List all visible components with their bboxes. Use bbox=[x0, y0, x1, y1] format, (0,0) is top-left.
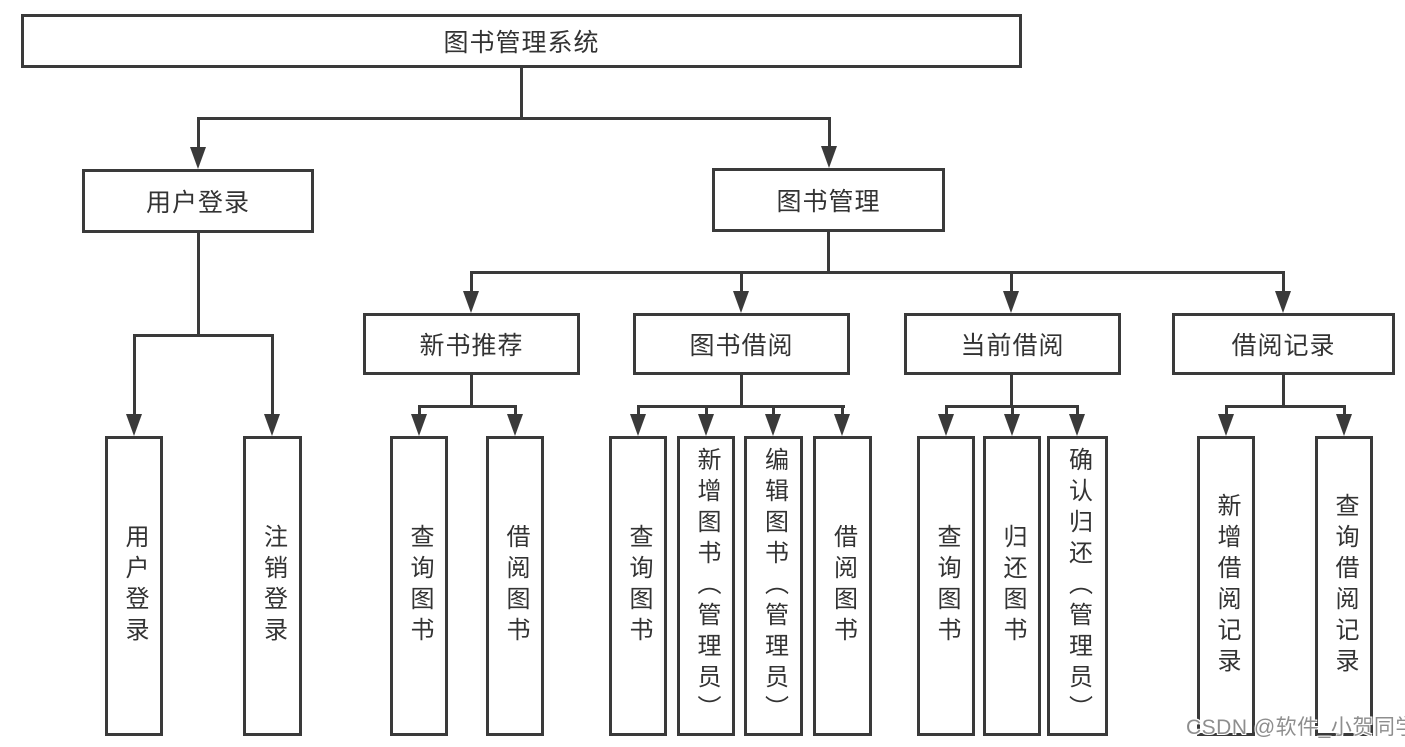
node-root-library-system: 图书管理系统 bbox=[21, 14, 1022, 68]
leaf-label: 用户登录 bbox=[121, 524, 148, 648]
connector-line bbox=[1010, 375, 1013, 407]
leaf-label: 新增借阅记录 bbox=[1213, 493, 1240, 679]
arrow-head-icon bbox=[264, 414, 280, 436]
leaf-add-books-admin: 新增图书（管理员） bbox=[677, 436, 735, 736]
arrow-head-icon bbox=[821, 146, 837, 168]
leaf-label: 编辑图书（管理员） bbox=[760, 446, 788, 726]
arrow-stem bbox=[514, 405, 517, 414]
node-label: 图书管理 bbox=[776, 188, 881, 216]
arrow-head-icon bbox=[630, 414, 646, 436]
node-borrowing-records: 借阅记录 bbox=[1172, 313, 1395, 375]
arrow-head-icon bbox=[411, 414, 427, 436]
leaf-label: 借阅图书 bbox=[502, 524, 529, 648]
connector-line bbox=[470, 271, 1285, 274]
connector-line bbox=[520, 67, 523, 119]
arrow-stem bbox=[470, 271, 473, 291]
leaf-label: 查询图书 bbox=[406, 524, 433, 648]
leaf-edit-books-admin: 编辑图书（管理员） bbox=[744, 436, 803, 736]
node-current-borrowing: 当前借阅 bbox=[904, 313, 1121, 375]
leaf-query-books-current: 查询图书 bbox=[917, 436, 975, 736]
connector-line bbox=[637, 405, 845, 408]
connector-line bbox=[827, 232, 830, 274]
node-book-management: 图书管理 bbox=[712, 168, 945, 232]
connector-line bbox=[1282, 375, 1285, 407]
arrow-head-icon bbox=[834, 414, 850, 436]
connector-line bbox=[197, 117, 831, 120]
arrow-stem bbox=[1282, 271, 1285, 291]
leaf-user-login: 用户登录 bbox=[105, 436, 163, 736]
arrow-stem bbox=[1010, 271, 1013, 291]
leaf-label: 注销登录 bbox=[259, 524, 287, 648]
arrow-stem bbox=[705, 405, 708, 414]
node-user-login: 用户登录 bbox=[82, 169, 314, 233]
connector-line bbox=[740, 375, 743, 407]
arrow-head-icon bbox=[463, 291, 479, 313]
node-book-borrowing: 图书借阅 bbox=[633, 313, 850, 375]
arrow-head-icon bbox=[190, 147, 206, 169]
connector-line bbox=[418, 405, 517, 408]
node-label: 借阅记录 bbox=[1231, 332, 1336, 360]
leaf-label: 新增图书（管理员） bbox=[693, 446, 720, 726]
arrow-stem bbox=[197, 117, 200, 147]
arrow-stem bbox=[1011, 405, 1014, 414]
arrow-stem bbox=[637, 405, 640, 414]
leaf-label: 确认归还（管理员） bbox=[1064, 446, 1092, 726]
arrow-head-icon bbox=[765, 414, 781, 436]
arrow-stem bbox=[1343, 405, 1346, 414]
leaf-label: 查询图书 bbox=[933, 524, 960, 648]
csdn-watermark: CSDN @软件_小贺同学 bbox=[1186, 716, 1405, 739]
leaf-label: 借阅图书 bbox=[829, 524, 857, 648]
arrow-stem bbox=[271, 334, 274, 414]
leaf-borrow-books-recommend: 借阅图书 bbox=[486, 436, 544, 736]
leaf-confirm-return-admin: 确认归还（管理员） bbox=[1047, 436, 1108, 736]
arrow-stem bbox=[418, 405, 421, 414]
node-label: 当前借阅 bbox=[960, 332, 1065, 360]
connector-line bbox=[1225, 405, 1346, 408]
leaf-label: 归还图书 bbox=[999, 524, 1026, 648]
arrow-head-icon bbox=[1069, 414, 1085, 436]
arrow-head-icon bbox=[1336, 414, 1352, 436]
leaf-query-books-borrowing: 查询图书 bbox=[609, 436, 667, 736]
arrow-stem bbox=[740, 271, 743, 291]
arrow-stem bbox=[1225, 405, 1228, 414]
arrow-head-icon bbox=[1004, 414, 1020, 436]
node-label: 图书管理系统 bbox=[443, 29, 600, 57]
arrow-stem bbox=[828, 117, 831, 146]
arrow-head-icon bbox=[1275, 291, 1291, 313]
arrow-head-icon bbox=[698, 414, 714, 436]
node-label: 用户登录 bbox=[145, 189, 250, 217]
node-label: 新书推荐 bbox=[419, 332, 524, 360]
arrow-head-icon bbox=[938, 414, 954, 436]
leaf-query-borrow-record: 查询借阅记录 bbox=[1315, 436, 1373, 736]
arrow-stem bbox=[1076, 405, 1079, 414]
arrow-head-icon bbox=[507, 414, 523, 436]
leaf-add-borrow-record: 新增借阅记录 bbox=[1197, 436, 1255, 736]
leaf-logout-login: 注销登录 bbox=[243, 436, 302, 736]
arrow-head-icon bbox=[1218, 414, 1234, 436]
leaf-label: 查询借阅记录 bbox=[1331, 493, 1358, 679]
arrow-stem bbox=[772, 405, 775, 414]
leaf-query-books-recommend: 查询图书 bbox=[390, 436, 448, 736]
connector-line bbox=[197, 233, 200, 337]
node-new-book-recommend: 新书推荐 bbox=[363, 313, 580, 375]
leaf-label: 查询图书 bbox=[625, 524, 652, 648]
connector-line bbox=[133, 334, 274, 337]
arrow-head-icon bbox=[1003, 291, 1019, 313]
arrow-head-icon bbox=[126, 414, 142, 436]
leaf-return-books: 归还图书 bbox=[983, 436, 1041, 736]
node-label: 图书借阅 bbox=[689, 332, 794, 360]
connector-line bbox=[470, 375, 473, 407]
arrow-head-icon bbox=[733, 291, 749, 313]
arrow-stem bbox=[133, 334, 136, 414]
arrow-stem bbox=[841, 405, 844, 414]
arrow-stem bbox=[945, 405, 948, 414]
leaf-borrow-books-borrowing: 借阅图书 bbox=[813, 436, 872, 736]
